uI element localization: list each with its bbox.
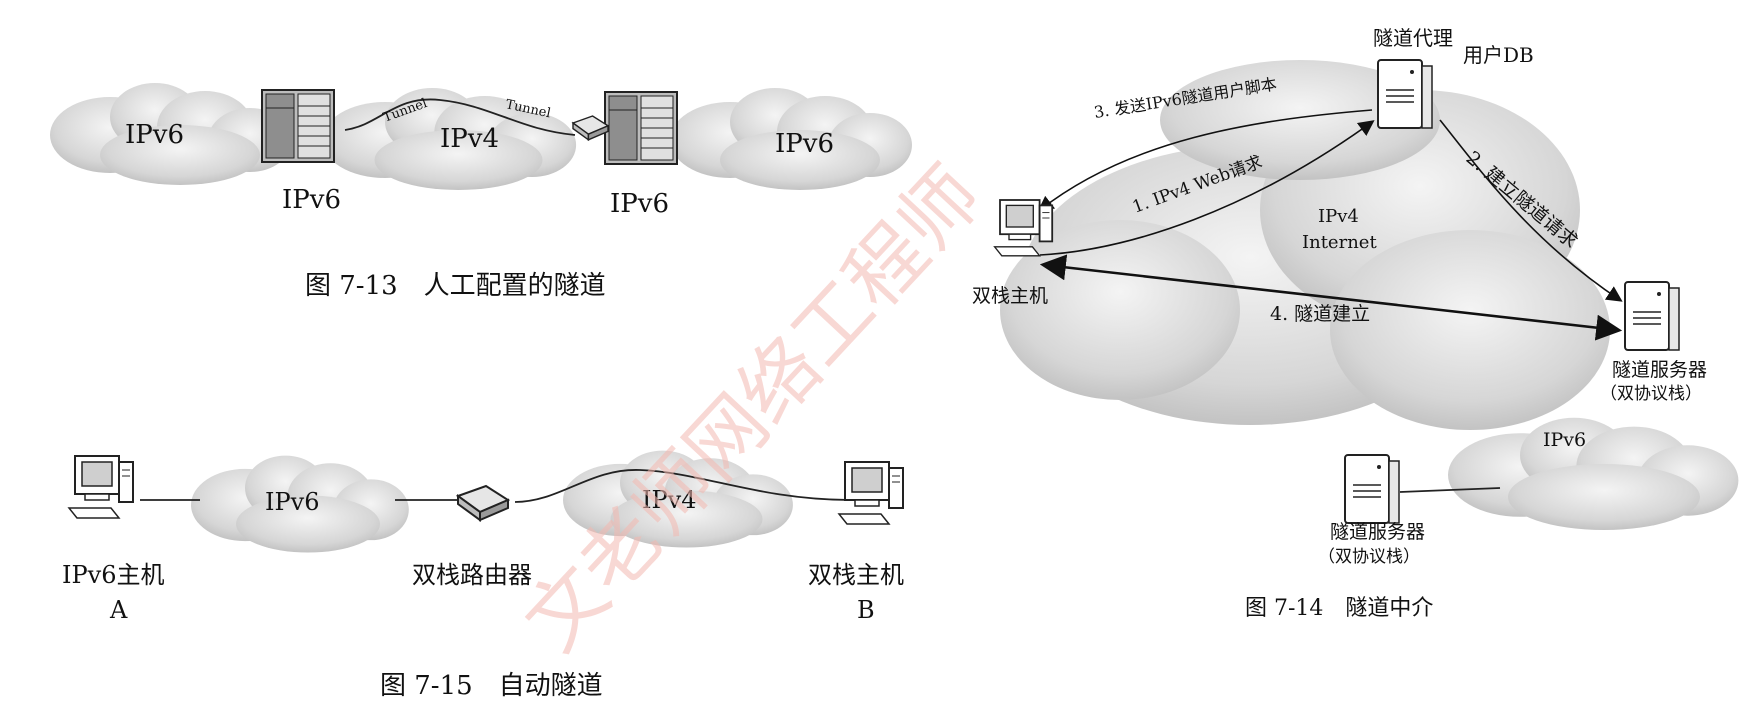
dual-stack-router-label: 双栈路由器 <box>412 561 532 589</box>
tunnel-server-right-label: 隧道服务器 <box>1612 359 1707 381</box>
host-b-icon <box>838 461 904 525</box>
small-router-icon <box>572 115 609 141</box>
arrow-step3 <box>1037 109 1373 212</box>
host-b-sublabel: B <box>857 596 875 624</box>
link-bottom-server <box>1399 487 1501 493</box>
fig13-diagram: IPv6 IPv4 IPv6 IPv6 IPv6 Tunnel Tunnel 图… <box>50 83 912 301</box>
host-b-label: 双栈主机 <box>808 561 904 589</box>
router-right-icon <box>604 91 678 165</box>
fig15-caption: 图 7-15 自动隧道 <box>380 671 603 701</box>
watermark: 文老师网络工程师 <box>508 150 999 668</box>
cloud-ipv6-bottom <box>1448 417 1739 530</box>
tunnel-server-bottom-icon <box>1344 454 1400 524</box>
host-a-sublabel: A <box>109 596 128 624</box>
fig14-caption: 图 7-14 隧道中介 <box>1245 596 1433 621</box>
step4-label: 4. 隧道建立 <box>1270 303 1370 325</box>
cloud-ipv6-left-label: IPv6 <box>125 120 184 150</box>
user-db-label: 用户DB <box>1463 43 1534 67</box>
dual-stack-host-label: 双栈主机 <box>972 285 1048 307</box>
cloud-internet-label: Internet <box>1302 232 1377 253</box>
tunnel-proxy-label: 隧道代理 <box>1373 26 1453 50</box>
arrow-step4 <box>1039 254 1623 341</box>
fig13-caption: 图 7-13 人工配置的隧道 <box>305 271 606 301</box>
tunnel-server-bottom-sublabel: （双协议栈） <box>1318 547 1420 567</box>
arrow-step1 <box>1039 120 1375 256</box>
tunnel-server-right-icon <box>1624 281 1680 351</box>
tunnel-proxy-server-icon <box>1377 59 1433 129</box>
cloud-ipv4-mid-label: IPv4 <box>440 124 499 154</box>
cloud-ipv4-label: IPv4 <box>1318 206 1359 227</box>
cloud-ipv6-label: IPv6 <box>1543 429 1586 451</box>
tunnel-line <box>344 98 576 136</box>
tunnel-server-right-sublabel: （双协议栈） <box>1600 384 1702 404</box>
router-left-label: IPv6 <box>282 185 341 215</box>
cloud-ipv4-fig15-label: IPv4 <box>642 486 696 514</box>
host-a-label: IPv6主机 <box>62 561 164 589</box>
fig15-diagram: IPv6 IPv4 IPv6主机 A 双栈路由器 双栈主机 B 图 7-15 自… <box>62 450 904 701</box>
dual-stack-router-icon <box>457 485 509 521</box>
router-right-label: IPv6 <box>610 189 669 219</box>
router-left-icon <box>261 89 335 163</box>
cloud-ipv6-fig15-label: IPv6 <box>265 488 319 516</box>
host-a-icon <box>68 455 134 519</box>
fig14-diagram: 隧道代理 用户DB 3. 发送IPv6隧道用户脚本 1. IPv4 Web请求 … <box>972 26 1739 621</box>
tunnel-server-bottom-label: 隧道服务器 <box>1330 521 1425 543</box>
link-router-to-b <box>514 469 851 503</box>
cloud-ipv6-right-label: IPv6 <box>775 129 834 159</box>
